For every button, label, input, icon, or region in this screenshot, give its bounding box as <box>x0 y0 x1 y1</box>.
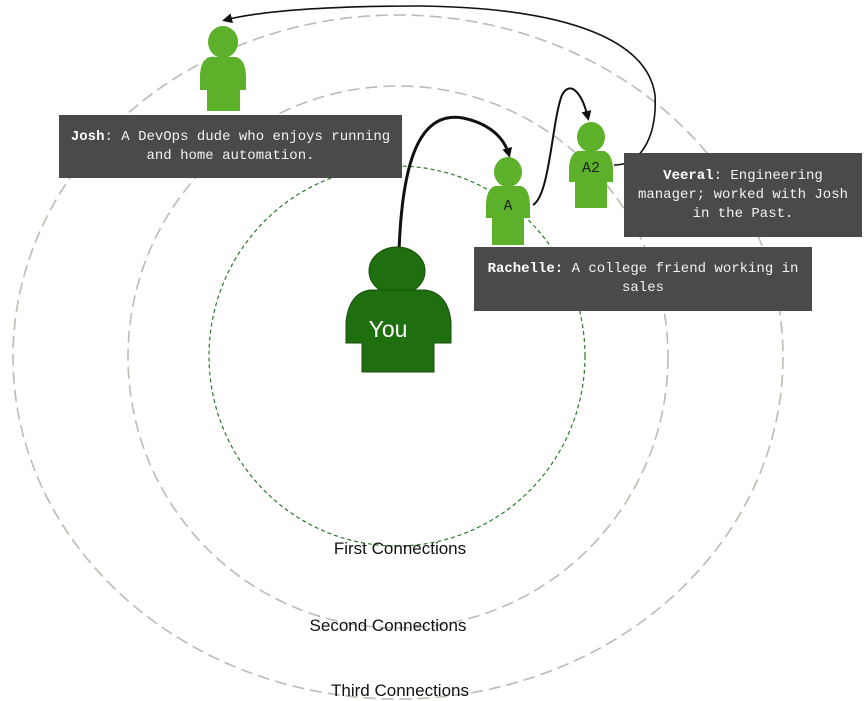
josh-description-box: Josh: A DevOps dude who enjoys running a… <box>59 115 402 178</box>
rachelle-description: A college friend working in sales <box>571 261 799 296</box>
rachelle-figure-label: A <box>503 198 512 215</box>
veeral-description-box: Veeral: Engineering manager; worked with… <box>624 153 862 237</box>
josh-person-icon <box>200 26 246 111</box>
first-connections-label: First Connections <box>334 539 466 558</box>
veeral-to-josh-arrow <box>222 5 656 166</box>
second-connections-ring <box>127 85 669 629</box>
second-connections-label: Second Connections <box>310 616 467 635</box>
rachelle-person-icon: A <box>486 157 530 245</box>
josh-name: Josh <box>70 128 105 145</box>
you-figure-label: You <box>369 316 408 342</box>
rachelle-description-box: Rachelle: A college friend working in sa… <box>474 247 812 311</box>
third-connections-label: Third Connections <box>331 681 469 700</box>
you-to-rachelle-arrow <box>397 115 513 253</box>
veeral-person-icon: A2 <box>569 122 613 208</box>
rachelle-to-veeral-arrow <box>532 87 592 206</box>
third-connections-ring <box>12 14 784 700</box>
rachelle-name: Rachelle: <box>487 261 564 277</box>
veeral-figure-label: A2 <box>582 160 600 177</box>
josh-description: : A DevOps dude who enjoys running and h… <box>104 128 391 164</box>
veeral-name: Veeral <box>663 167 714 184</box>
veeral-description: : Engineering manager; worked with Josh … <box>637 167 849 222</box>
you-person-icon: You <box>345 246 452 373</box>
